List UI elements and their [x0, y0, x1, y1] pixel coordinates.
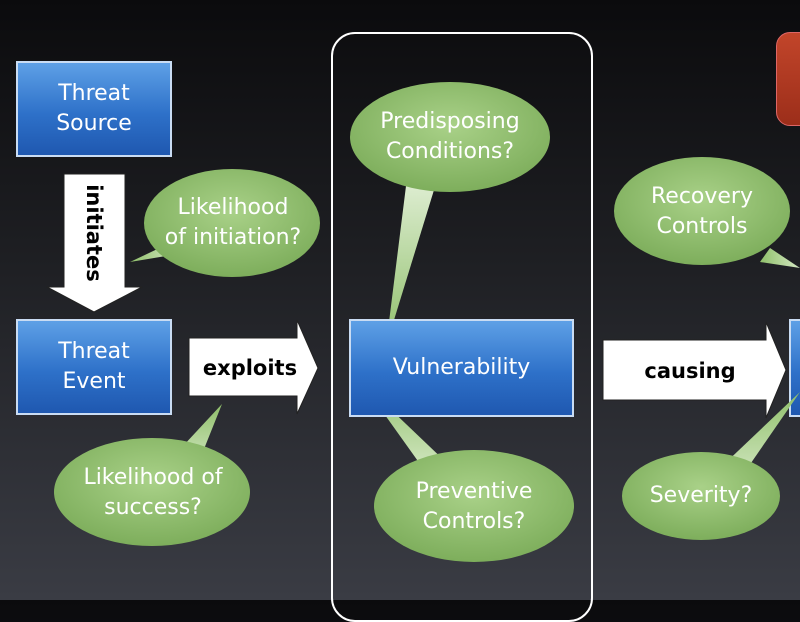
node-vulnerability-label: Vulnerability — [392, 355, 531, 380]
node-threat-event: Threat Event — [16, 319, 172, 415]
bubble-severity-text: Severity? — [649, 483, 753, 508]
tail-predisposing — [386, 186, 434, 346]
bubble-preventive-text: Preventive Controls? — [415, 479, 533, 534]
initiates-label: initiates — [82, 184, 106, 282]
initiates-arrow — [46, 173, 143, 313]
node-threat-source-label: Threat Source — [56, 81, 132, 136]
bubble-likelihood-initiation-text: Likelihood of initiation? — [164, 195, 302, 250]
bubble-likelihood-success-text: Likelihood of success? — [83, 465, 223, 520]
bubble-preventive — [374, 450, 574, 562]
bubble-predisposing-text: Predisposing Conditions? — [380, 109, 520, 164]
node-threat-event-label: Threat Event — [58, 339, 130, 394]
tail-recovery — [760, 248, 800, 268]
bubble-recovery-text: Recovery Controls — [650, 184, 753, 239]
partial-node-right — [789, 319, 800, 417]
red-tab-partial — [776, 32, 800, 126]
bubble-predisposing — [350, 82, 550, 192]
tail-severity — [718, 392, 800, 476]
causing-arrow — [602, 321, 787, 419]
bubble-likelihood-success — [54, 438, 250, 546]
node-threat-source: Threat Source — [16, 61, 172, 157]
bubble-severity — [622, 452, 780, 540]
bubble-likelihood-initiation — [144, 169, 320, 277]
node-vulnerability: Vulnerability — [349, 319, 574, 417]
bubble-recovery — [614, 157, 790, 265]
causing-label: causing — [644, 359, 736, 383]
diagram-shapes — [46, 82, 800, 562]
exploits-label: exploits — [202, 356, 298, 380]
exploits-arrow — [188, 319, 319, 415]
